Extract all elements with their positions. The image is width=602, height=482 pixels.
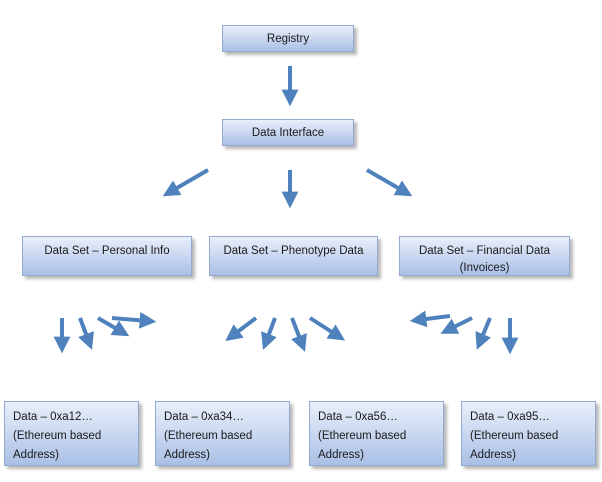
- data-set-financial-data: Data Set – Financial Data (Invoices): [399, 236, 570, 276]
- registry-label: Registry: [266, 32, 310, 45]
- arrow-personal-3: [96, 316, 130, 337]
- data-set-phenotype-data-label: Data Set – Phenotype Data: [223, 245, 364, 257]
- arrow-phenotype-3: [290, 317, 307, 352]
- leaf-description-end: Address): [318, 449, 365, 461]
- data-leaf-0xa12: Data – 0xa12… (Ethereum based Address): [4, 401, 139, 466]
- leaf-description-end: Address): [164, 449, 211, 461]
- data-set-phenotype-data: Data Set – Phenotype Data: [209, 236, 378, 276]
- arrow-phenotype-1: [225, 316, 258, 342]
- data-leaf-0xa95: Data – 0xa95… (Ethereum based Address): [461, 401, 596, 466]
- arrow-interface-to-financial: [365, 168, 413, 197]
- leaf-description: (Ethereum based: [164, 430, 253, 442]
- data-set-financial-data-sublabel: (Invoices): [459, 262, 510, 274]
- data-set-personal-info: Data Set – Personal Info: [22, 236, 192, 276]
- arrow-phenotype-4: [308, 316, 346, 341]
- leaf-description: (Ethereum based: [13, 430, 102, 442]
- arrow-personal-2: [78, 317, 94, 350]
- data-interface-label: Data Interface: [251, 126, 325, 139]
- leaf-description: (Ethereum based: [318, 430, 407, 442]
- leaf-address-label: Data – 0xa56…: [318, 411, 398, 423]
- leaf-address-label: Data – 0xa34…: [164, 411, 244, 423]
- data-leaf-0xa34: Data – 0xa34… (Ethereum based Address): [155, 401, 290, 466]
- arrow-financial-3: [475, 317, 492, 350]
- arrow-financial-2: [440, 316, 473, 334]
- data-set-financial-data-label: Data Set – Financial Data: [418, 245, 551, 257]
- arrow-phenotype-2: [261, 317, 277, 350]
- leaf-address-label: Data – 0xa95…: [470, 411, 550, 423]
- arrow-interface-to-personal: [162, 168, 210, 197]
- registry-box: Registry: [222, 25, 354, 52]
- leaf-description-end: Address): [13, 449, 60, 461]
- data-leaf-0xa56: Data – 0xa56… (Ethereum based Address): [309, 401, 444, 466]
- leaf-description: (Ethereum based: [470, 430, 559, 442]
- arrow-financial-1: [409, 310, 451, 328]
- arrow-personal-4: [111, 311, 157, 329]
- leaf-description-end: Address): [470, 449, 517, 461]
- leaf-address-label: Data – 0xa12…: [13, 411, 93, 423]
- data-set-personal-info-label: Data Set – Personal Info: [44, 245, 170, 257]
- data-interface-box: Data Interface: [222, 119, 354, 146]
